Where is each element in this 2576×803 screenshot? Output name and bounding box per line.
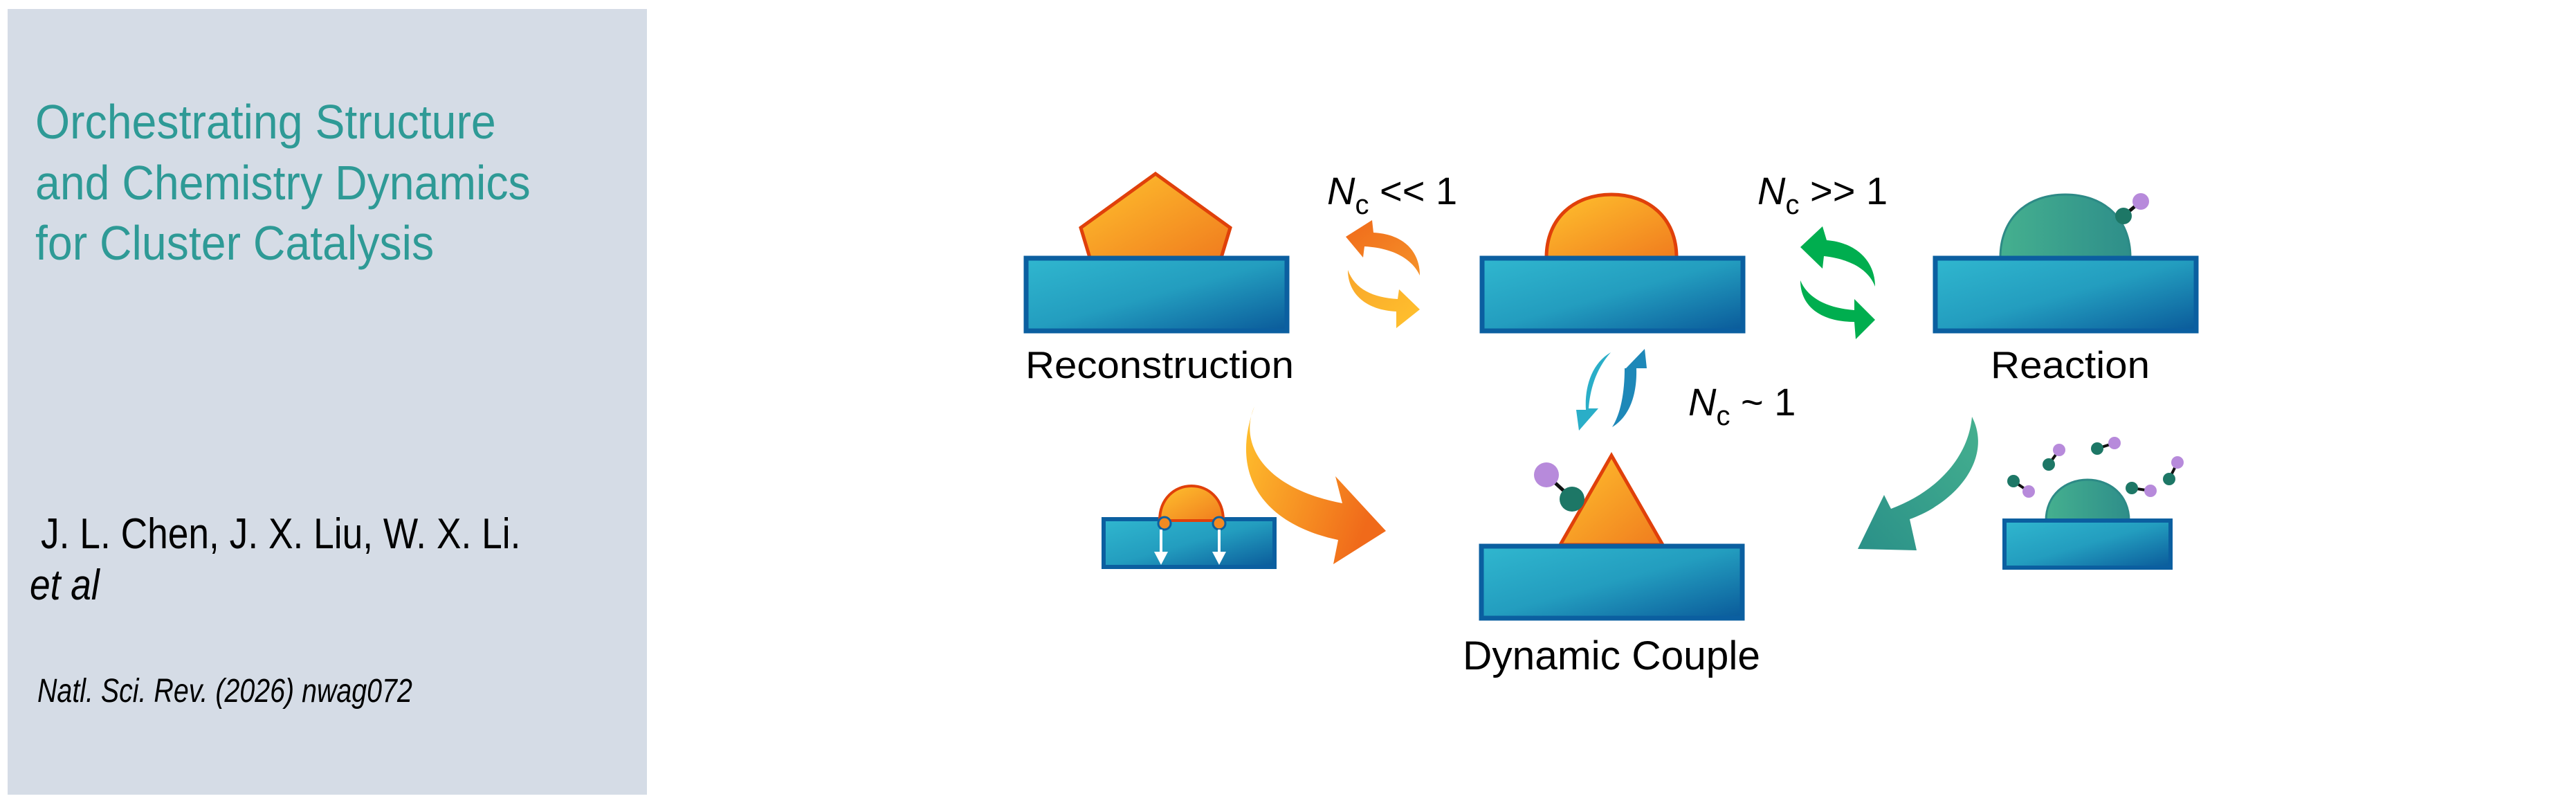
regime-high-label: Nc >> 1 [1757,169,1888,220]
dynamic-couple-label: Dynamic Couple [1463,633,1760,678]
green-dome-cluster-icon [1999,193,2132,259]
down-arrow-icon [1212,530,1226,565]
nc-relation: >> 1 [1799,169,1888,213]
reaction-state: Reaction [1933,193,2199,386]
et-al-label: et al [30,561,100,609]
blue-exchange-arrows-icon [1576,349,1647,431]
small-dome-cluster-icon [1158,484,1225,522]
adsorbate-molecule-icon [2115,193,2149,224]
nc-relation: ~ 1 [1730,380,1796,424]
reconstruction-state: Reconstruction [1023,171,1294,386]
regime-low-label: Nc << 1 [1327,169,1457,220]
nc-symbol: N [1688,380,1717,424]
author-list: J. L. Chen, J. X. Liu, W. X. Li. [41,510,521,558]
substrate-icon [1023,255,1290,334]
gas-phase-state [2002,437,2184,570]
dome-cluster-icon [1544,192,1679,260]
dynamic-couple-state: Dynamic Couple [1463,451,1760,678]
nc-subscript: c [1355,190,1369,220]
paper-title-line-1: Orchestrating Structure [35,95,496,149]
nc-symbol: N [1757,169,1786,213]
reconstruction-label: Reconstruction [1025,343,1294,386]
paper-title-line-3: for Cluster Catalysis [35,216,435,270]
curved-arrow-up-icon [1612,349,1647,427]
nc-subscript: c [1785,190,1799,220]
big-orange-arrow-icon [1245,406,1386,564]
pentagon-cluster-icon [1079,171,1232,260]
orange-exchange-arrows-icon [1346,220,1420,328]
svg-text:Nc ~ 1: Nc ~ 1 [1688,380,1796,431]
substrate-icon [1479,543,1745,621]
curved-arrow-left-icon [1346,220,1420,276]
big-teal-arrow-icon [1858,417,1978,550]
initial-cluster-state [1479,192,1746,334]
journal-citation: Natl. Sci. Rev. (2026) nwag072 [37,673,412,710]
left-info-panel: Orchestrating Structure and Chemistry Dy… [8,9,647,795]
gas-molecule-icon [2091,437,2121,455]
small-green-dome-icon [2045,478,2130,522]
green-exchange-arrows-icon [1800,226,1875,339]
gas-molecule-icon [2163,456,2184,485]
paper-title-line-2: and Chemistry Dynamics [35,156,531,210]
gas-molecule-icon [2043,444,2065,471]
gas-molecule-icon [2126,482,2157,497]
substrate-icon [1933,255,2199,334]
curved-arrow-right-icon [1348,270,1420,328]
nc-symbol: N [1327,169,1355,213]
svg-text:Nc << 1: Nc << 1 [1327,169,1457,220]
small-substrate-icon [2002,518,2173,570]
adsorbate-molecule-icon [1534,462,1584,512]
gas-molecule-icon [2007,475,2035,498]
anchor-atom-icon [1212,516,1227,531]
anchor-atom-icon [1157,516,1172,531]
small-substrate-icon [1102,517,1277,569]
regime-equal-label: Nc ~ 1 [1688,380,1796,431]
curved-arrow-right-icon [1800,280,1875,339]
encapsulation-state [1102,484,1277,569]
svg-text:Nc >> 1: Nc >> 1 [1757,169,1888,220]
reaction-label: Reaction [1991,343,2150,386]
curved-arrow-left-icon [1800,226,1875,287]
substrate-icon [1479,255,1746,334]
curved-arrow-down-icon [1576,352,1611,431]
down-arrow-icon [1154,530,1168,565]
nc-relation: << 1 [1369,169,1457,213]
nc-subscript: c [1716,401,1730,431]
